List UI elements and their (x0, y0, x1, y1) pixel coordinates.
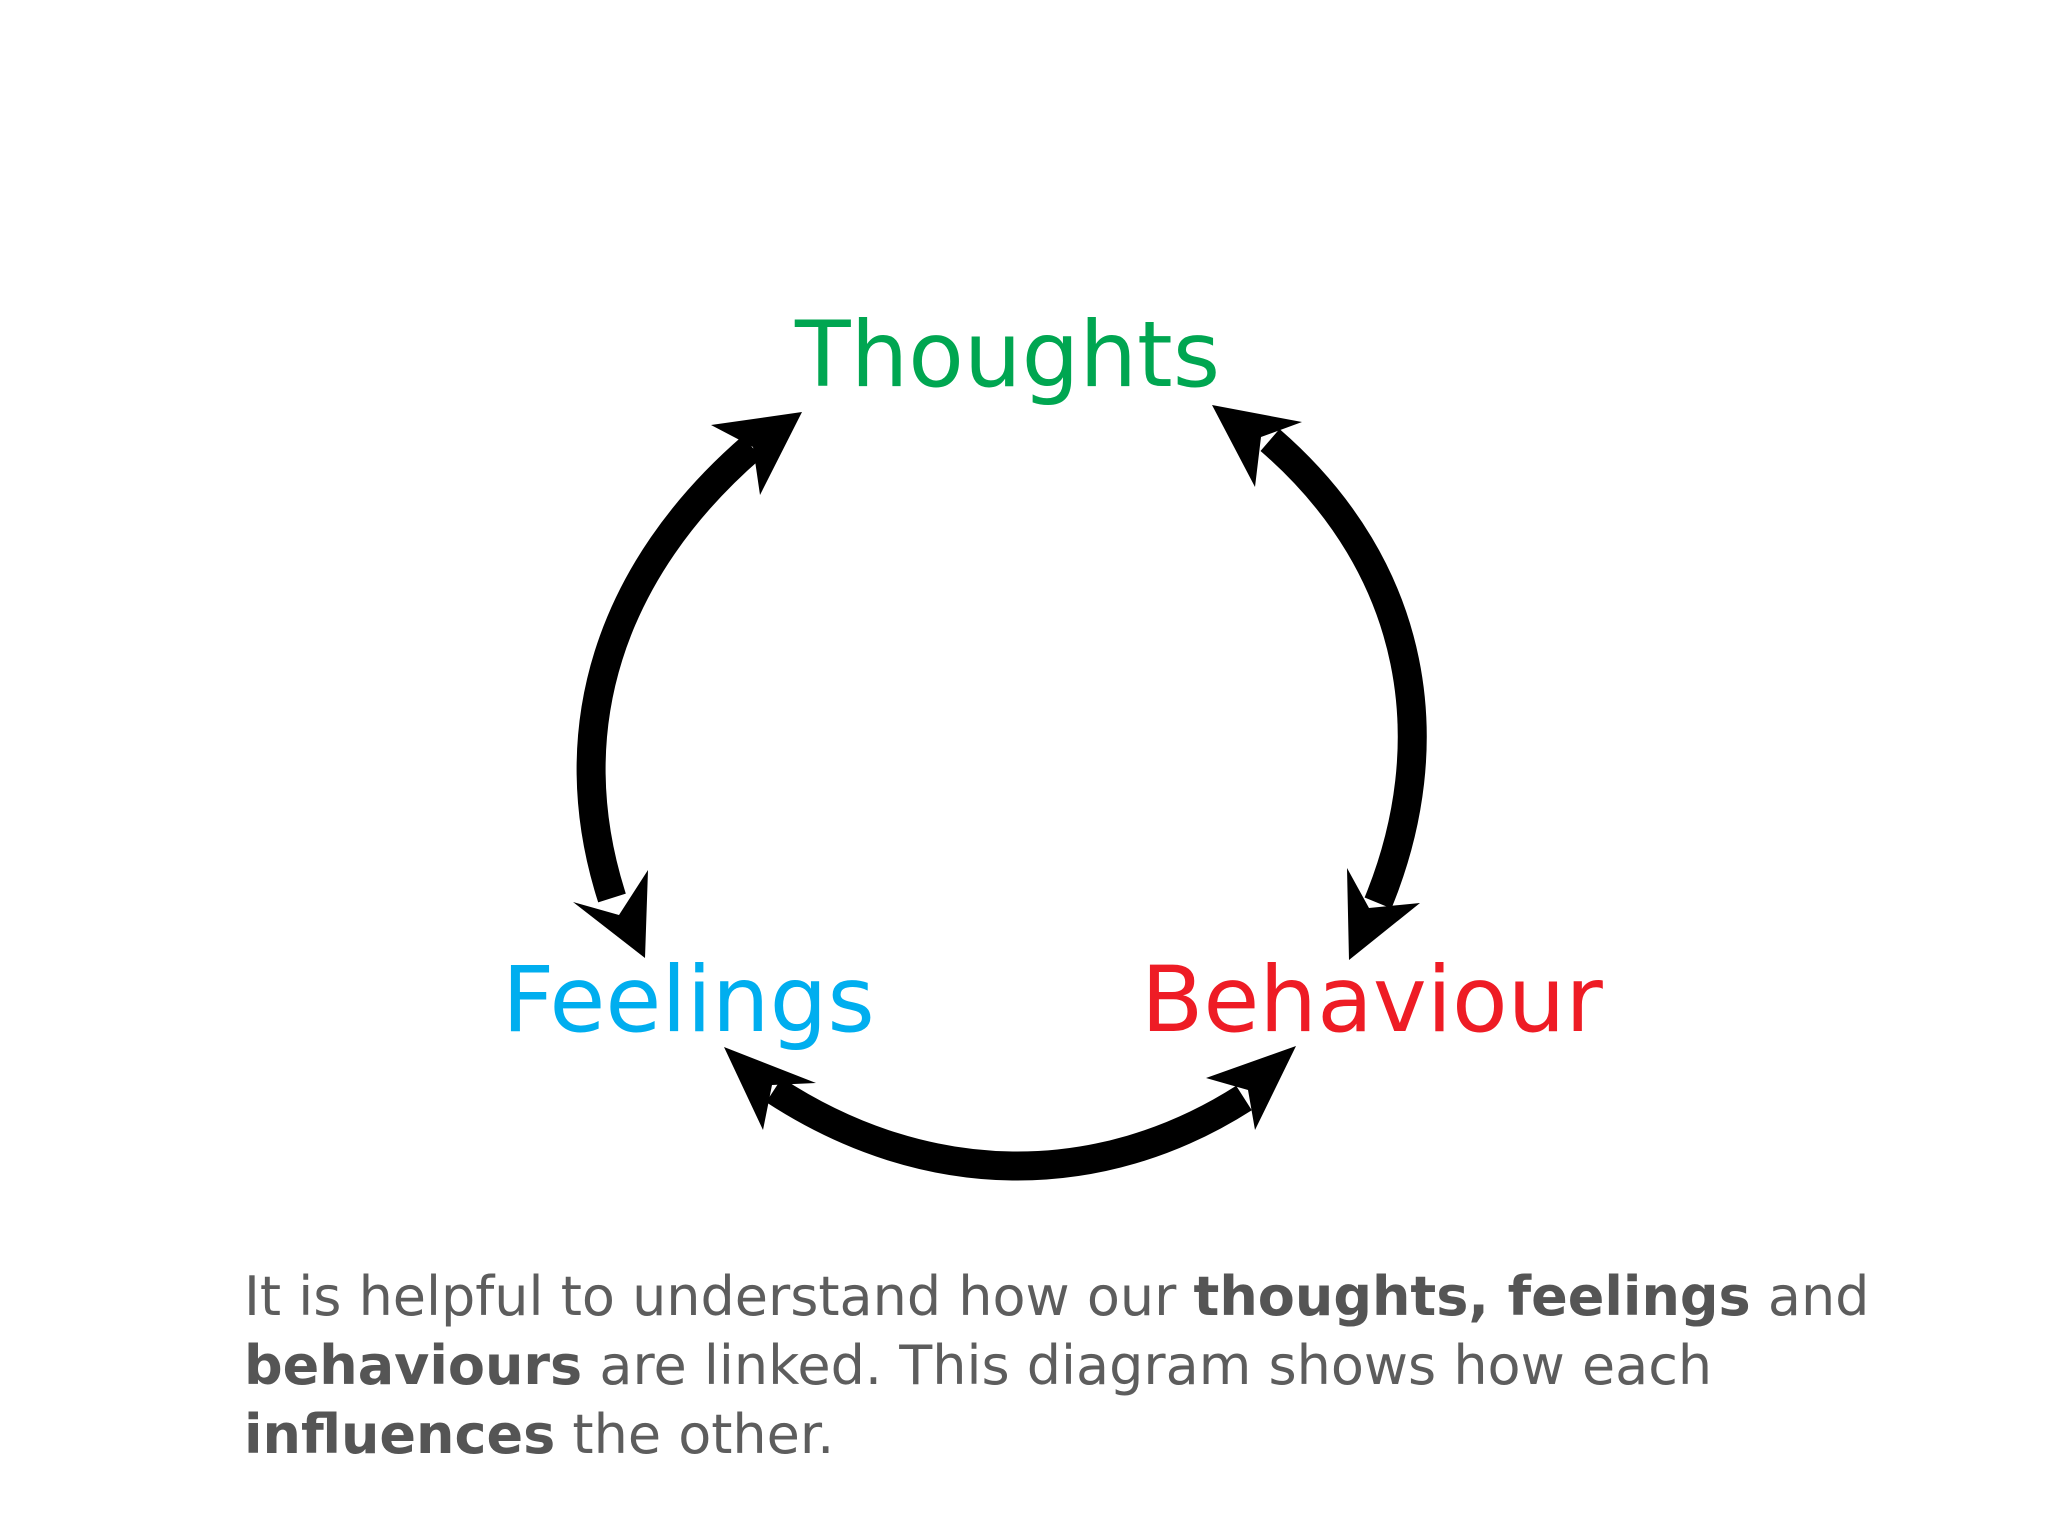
caption-text-part: are linked. This diagram shows how each (582, 1334, 1713, 1397)
arrowhead-to-behaviour-bottom (1206, 1046, 1296, 1130)
caption-bold-thoughts-feelings: thoughts, feelings (1193, 1265, 1751, 1328)
arrowhead-to-feelings-bottom (724, 1047, 816, 1130)
node-thoughts-label: Thoughts (795, 303, 1221, 408)
caption-text: It is helpful to understand how our thou… (244, 1262, 1894, 1469)
caption-bold-influences: influences (244, 1403, 556, 1466)
arrowhead-to-thoughts (711, 412, 802, 495)
arrow-thoughts-feelings (573, 412, 802, 958)
caption-text-part: the other. (555, 1403, 835, 1466)
arc-thoughts-feelings (576, 436, 762, 903)
arrow-feelings-behaviour (724, 1046, 1296, 1181)
arrow-thoughts-behaviour (1212, 405, 1427, 960)
caption-bold-behaviours: behaviours (244, 1334, 583, 1397)
arrowhead-to-thoughts-right (1212, 405, 1302, 487)
node-feelings-label: Feelings (502, 948, 875, 1053)
arc-feelings-behaviour (766, 1077, 1252, 1181)
node-behaviour-label: Behaviour (1141, 948, 1603, 1053)
arc-thoughts-behaviour (1260, 429, 1427, 909)
caption-text-part: and (1750, 1265, 1870, 1328)
arrowhead-to-feelings (573, 870, 648, 958)
caption-text-part: It is helpful to understand how our (244, 1265, 1194, 1328)
arrowhead-to-behaviour (1347, 868, 1420, 960)
